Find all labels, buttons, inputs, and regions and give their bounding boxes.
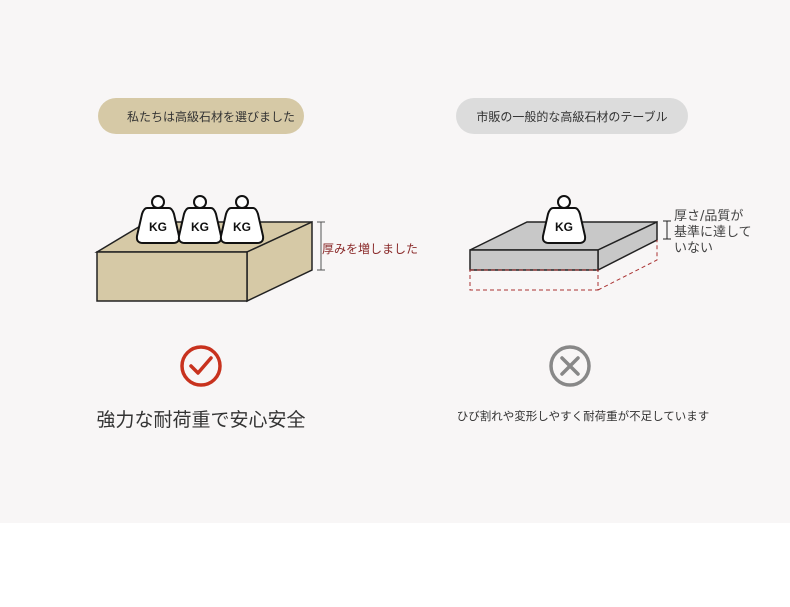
left-thickness-note: 厚みを増しました	[322, 242, 419, 256]
svg-text:KG: KG	[191, 220, 209, 234]
note-line: 基準に達して	[674, 225, 752, 240]
note-line: 厚さ/品質が	[674, 209, 744, 224]
missing-thickness-outline	[469, 240, 658, 291]
right-thickness-note: 厚さ/品質が 基準に達して いない	[674, 209, 752, 257]
svg-text:KG: KG	[233, 220, 251, 234]
left-heading: 私たちは高級石材を選びました	[126, 109, 295, 124]
thickness-marker-left	[317, 221, 325, 271]
kg-weight-icon: KG	[135, 195, 181, 244]
check-circle-icon	[180, 345, 222, 387]
svg-text:KG: KG	[555, 220, 573, 234]
right-heading-pill: 市販の一般的な高級石材のテーブル	[456, 98, 688, 134]
x-circle-icon	[549, 345, 591, 387]
kg-weight-icon: KG	[219, 195, 265, 244]
thickness-marker-right	[663, 220, 671, 240]
left-heading-pill: 私たちは高級石材を選びました	[98, 98, 304, 134]
left-result-text: 強力な耐荷重で安心安全	[96, 409, 306, 431]
right-result-text: ひび割れや変形しやすく耐荷重が不足しています	[456, 409, 710, 423]
right-heading: 市販の一般的な高級石材のテーブル	[476, 109, 668, 124]
kg-weight-icon: KG	[177, 195, 223, 244]
svg-text:KG: KG	[149, 220, 167, 234]
comparison-illustration: KG KG KG KG	[94, 195, 671, 387]
note-line: いない	[674, 241, 714, 256]
kg-weight-icon: KG	[541, 195, 587, 244]
